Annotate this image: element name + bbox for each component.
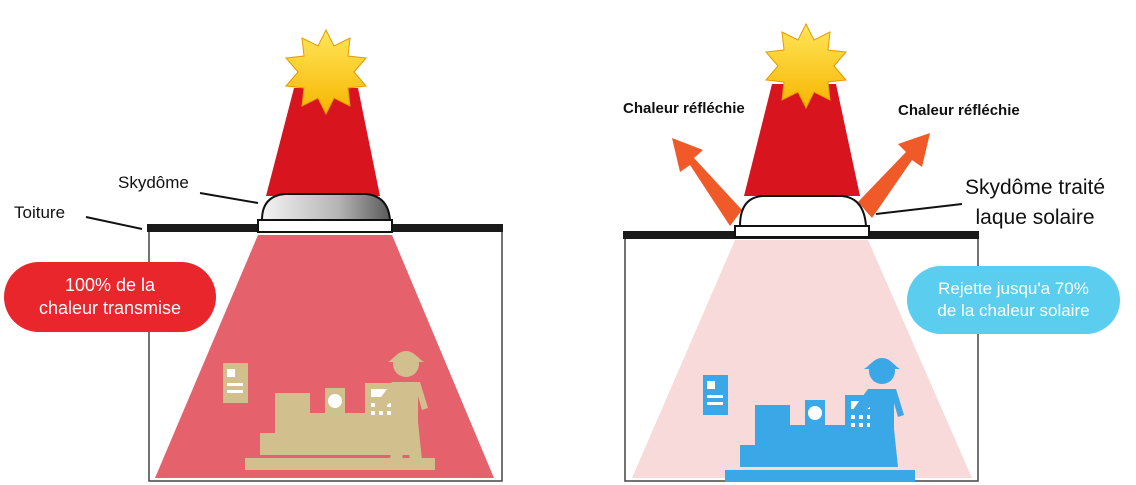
roof-label: Toiture [14,203,66,222]
rejected-heat-line2: de la chaleur solaire [937,301,1090,320]
left-sun-rays [266,88,380,196]
treated-skydome-label: Skydôme traité laque solaire [965,173,1105,233]
treated-skydome-line1: Skydôme traité [965,176,1106,199]
right-treated-pointer [875,203,963,215]
transmitted-heat-line2: chaleur transmise [38,298,182,318]
reflected-heat-label-left: Chaleur réfléchie [623,100,745,117]
rejected-heat-line1: Rejette jusqu'a 70% [938,278,1089,298]
reflected-heat-label-right: Chaleur réfléchie [898,102,1020,119]
treated-skydome-line2: laque solaire [975,206,1095,229]
right-reflected-arrow-right [858,133,930,218]
left-skydome [260,193,392,221]
skydome-label: Skydôme [118,173,189,192]
transmitted-heat-line1: 100% de la [64,274,156,295]
left-skydome-pointer [199,192,259,204]
left-panel [85,28,503,482]
right-sun-rays [744,84,860,196]
transmitted-heat-badge: 100% de la chaleur transmise [4,262,216,332]
right-sun-icon [765,22,847,110]
left-roof-pointer [85,216,143,230]
left-skydome-frame [257,219,393,233]
right-reflected-arrow-left [672,138,742,226]
right-skydome [738,195,868,227]
left-sun-icon [285,28,367,116]
right-skydome-frame [734,225,870,238]
rejected-heat-badge: Rejette jusqu'a 70% de la chaleur solair… [907,266,1120,334]
right-panel [623,22,979,482]
